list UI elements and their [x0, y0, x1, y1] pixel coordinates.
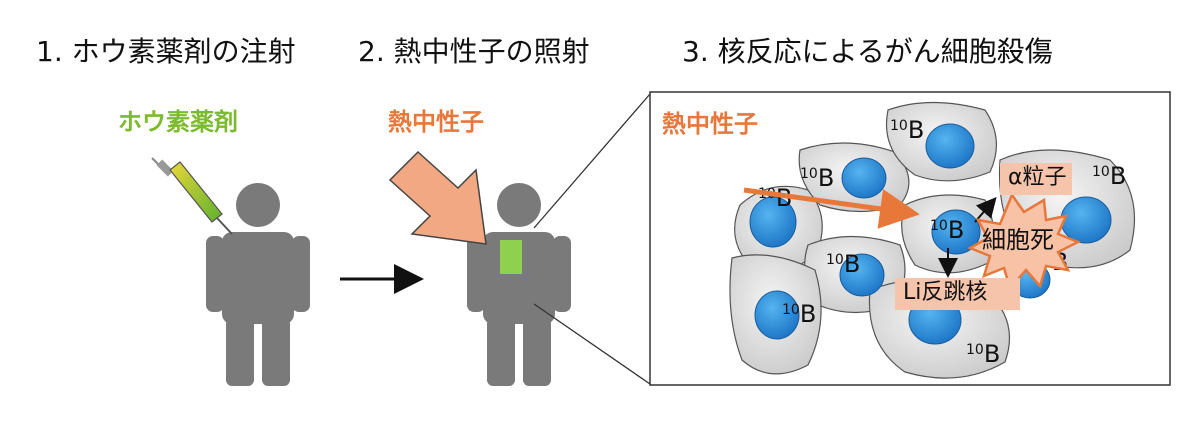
boron-label: 10B	[890, 116, 924, 144]
boron-label: 10B	[966, 340, 1000, 368]
cell-nucleus	[749, 196, 797, 248]
cell-nucleus	[839, 253, 885, 297]
irradiation-area	[500, 240, 522, 274]
li-nucleus-label: Li反跳核	[903, 280, 988, 305]
step-3-title: 3. 核反応によるがん細胞殺傷	[682, 35, 1053, 68]
alpha-arrow	[974, 196, 997, 223]
cell-death-label: 細胞死	[982, 226, 1054, 254]
thermal-neutron-label: 熱中性子	[388, 108, 484, 136]
cell-nucleus	[1060, 196, 1112, 244]
alpha-particle-label: α粒子	[1008, 165, 1067, 190]
cell-nucleus	[754, 290, 800, 340]
boron-label: 10B	[930, 216, 964, 244]
boron-label: 10B	[782, 300, 816, 328]
boron-drug-label: ホウ素薬剤	[118, 108, 238, 136]
step-2-title: 2. 熱中性子の照射	[358, 35, 590, 68]
cell-nucleus	[841, 157, 887, 199]
li-nucleus-box	[895, 278, 1020, 310]
neutron-beam-arrow	[388, 150, 487, 245]
cell-death-burst	[967, 192, 1082, 291]
neutron-beam-line	[743, 187, 920, 229]
cell-nucleus	[925, 123, 975, 169]
patient-figure-1	[206, 183, 310, 386]
step-1-title: 1. ホウ素薬剤の注射	[36, 35, 296, 68]
cell-nucleus	[931, 209, 981, 255]
boron-label: 10B	[826, 250, 860, 278]
alpha-particle-box	[1000, 163, 1072, 195]
boron-label: 10B	[800, 164, 834, 192]
syringe-icon	[151, 157, 233, 235]
thermal-neutron-inset-label: 熱中性子	[662, 110, 758, 138]
boron-label: 10B	[1092, 162, 1126, 190]
